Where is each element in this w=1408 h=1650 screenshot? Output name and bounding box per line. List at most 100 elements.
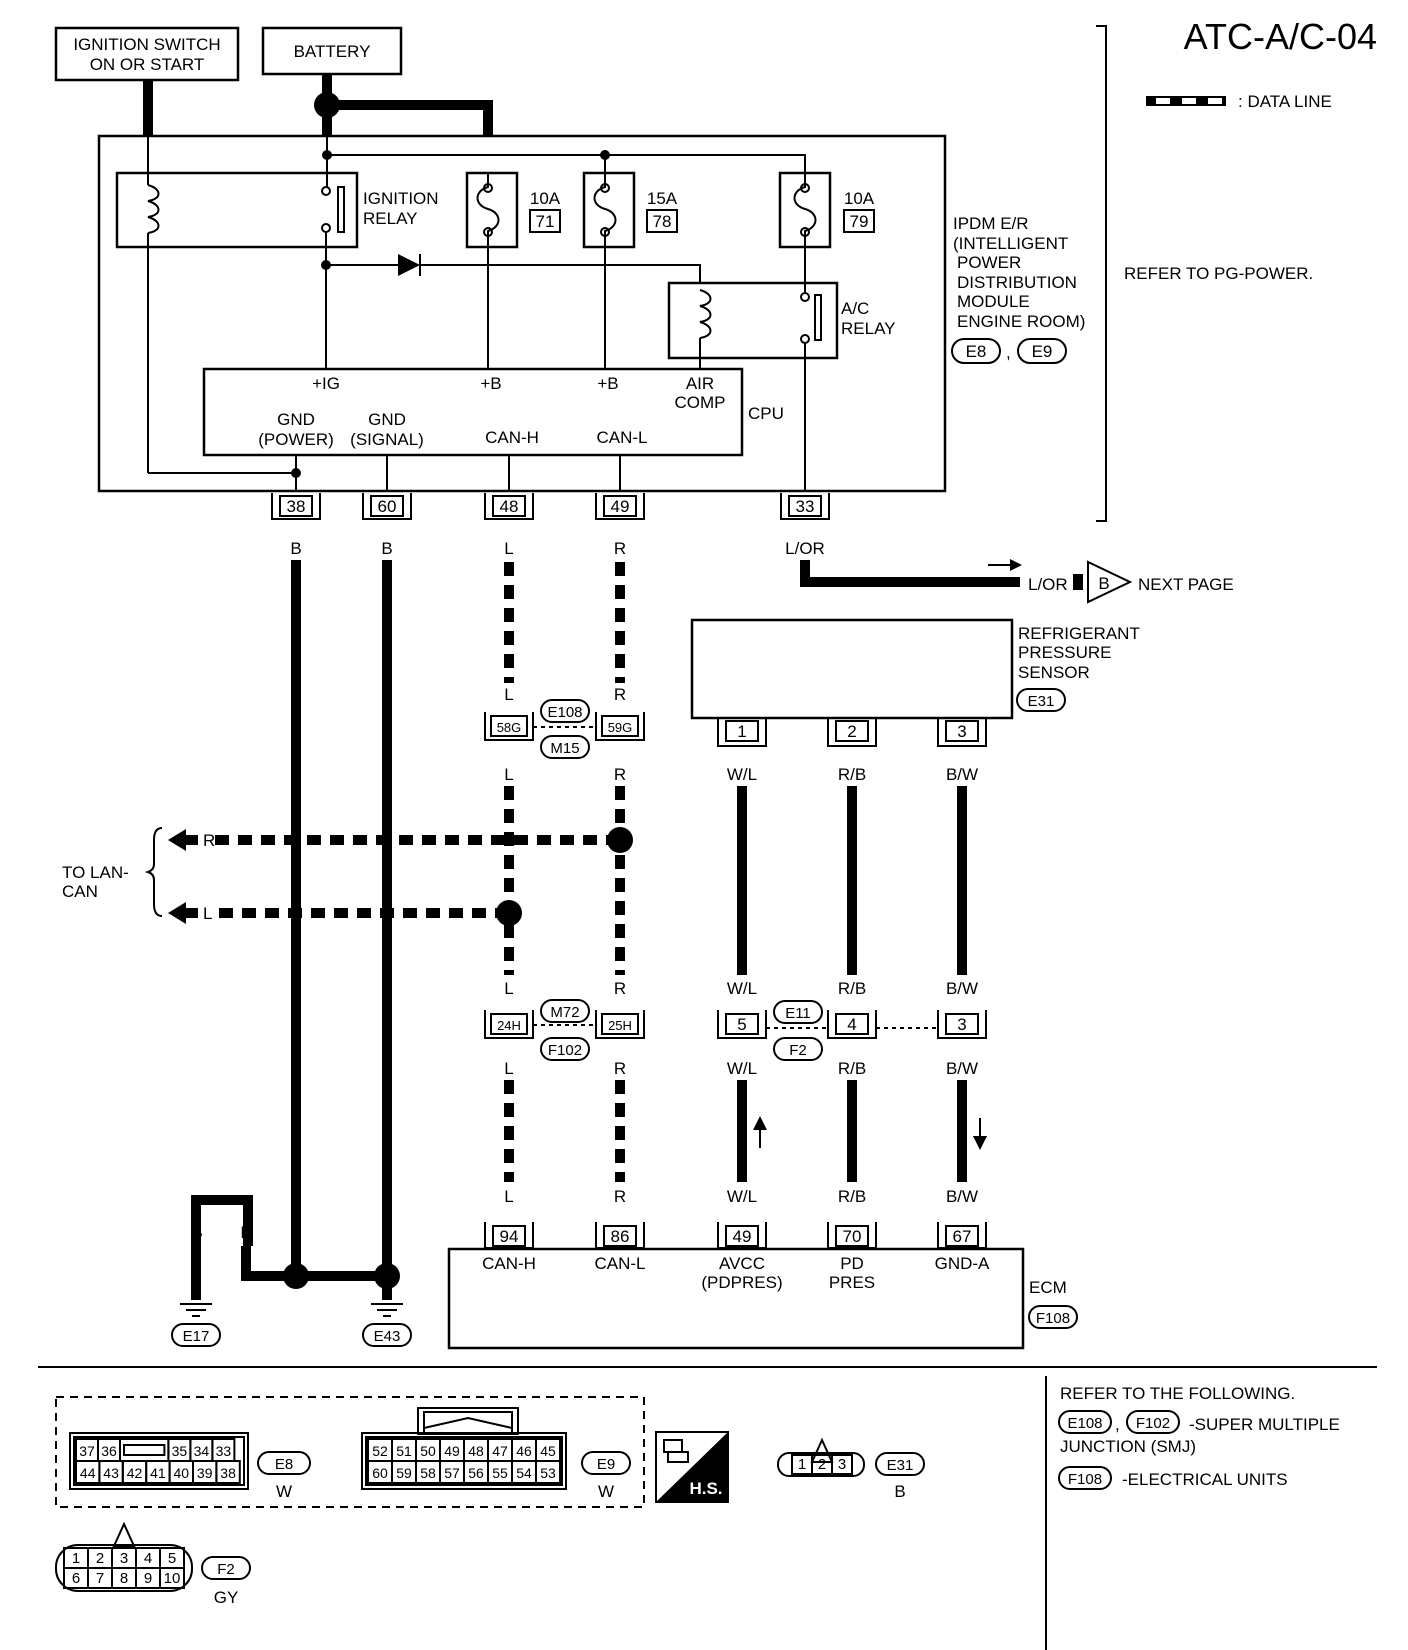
svg-text:E8: E8 <box>275 1456 293 1473</box>
svg-text:33: 33 <box>796 497 815 516</box>
svg-text:E31: E31 <box>887 1457 914 1474</box>
svg-text:60: 60 <box>378 497 397 516</box>
svg-text:R: R <box>614 685 626 704</box>
connector-cavity-number: 52 <box>372 1443 388 1459</box>
svg-text:R/B: R/B <box>838 765 866 784</box>
ignition-relay-label: IGNITION <box>363 189 439 208</box>
connector-cavity-number: 10 <box>164 1570 181 1587</box>
ignition-relay-coil <box>147 184 160 234</box>
ipdm-name-5: MODULE <box>957 292 1030 311</box>
signal-down-arrow <box>973 1136 987 1150</box>
svg-text:59G: 59G <box>608 720 633 735</box>
cpu-box <box>202 367 744 457</box>
ipdm-name-1: IPDM E/R <box>953 214 1029 233</box>
svg-text:F2: F2 <box>217 1561 235 1578</box>
svg-text:3: 3 <box>957 1015 966 1034</box>
svg-text:R: R <box>614 979 626 998</box>
connector-view-group <box>55 1396 645 1508</box>
svg-text:58G: 58G <box>497 720 522 735</box>
svg-text:E31: E31 <box>1028 693 1055 710</box>
joint-connector-e11-f2: 5 4 3 E11 F2 <box>717 1000 987 1061</box>
svg-text:B/W: B/W <box>946 1059 978 1078</box>
svg-text:SENSOR: SENSOR <box>1018 663 1090 682</box>
connector-cavity-number: 47 <box>492 1443 508 1459</box>
svg-text:R: R <box>614 1059 626 1078</box>
ignition-switch-label: IGNITION SWITCH <box>73 35 220 54</box>
svg-text:L: L <box>504 765 513 784</box>
ecm-pins: 94 86 49 70 67 <box>484 1222 987 1249</box>
connector-cavity-number: 2 <box>818 1456 826 1473</box>
next-page-label: NEXT PAGE <box>1138 575 1234 594</box>
fuse-78: 15A 78 <box>582 171 678 249</box>
ipdm-connector-e9 <box>1017 338 1067 364</box>
svg-text:49: 49 <box>611 497 630 516</box>
svg-text:(SIGNAL): (SIGNAL) <box>350 430 424 449</box>
refer-heading: REFER TO THE FOLLOWING. <box>1060 1384 1295 1403</box>
svg-text:E17: E17 <box>183 1328 210 1345</box>
connector-cavity-number: 60 <box>372 1465 388 1481</box>
battery-label: BATTERY <box>294 42 371 61</box>
ipdm-pins: 38 60 48 49 33 <box>271 493 830 520</box>
joint-connector-24h-25h: 24H 25H M72 F102 <box>484 999 645 1061</box>
svg-text:AVCC: AVCC <box>719 1254 765 1273</box>
connector-cavity-number: 5 <box>168 1550 176 1567</box>
svg-text:W: W <box>276 1482 292 1501</box>
svg-text:48: 48 <box>500 497 519 516</box>
svg-text:W/L: W/L <box>727 1187 757 1206</box>
data-line-legend-label: : DATA LINE <box>1238 92 1332 111</box>
svg-text:AIR: AIR <box>686 374 714 393</box>
connector-cavity <box>215 1460 241 1484</box>
connector-cavity-number: 44 <box>80 1465 96 1481</box>
connector-cavity <box>831 1454 853 1475</box>
connector-cavity-number: 35 <box>172 1443 188 1459</box>
svg-text:W: W <box>598 1482 614 1501</box>
svg-text:PRESSURE: PRESSURE <box>1018 643 1112 662</box>
svg-text:W/L: W/L <box>727 1059 757 1078</box>
ground-jumper-wire <box>191 1195 253 1246</box>
svg-text:+IG: +IG <box>312 374 340 393</box>
signal-up-arrow <box>753 1116 767 1130</box>
connector-cavity-number: 56 <box>468 1465 484 1481</box>
connector-cavity-number: 2 <box>96 1550 104 1567</box>
svg-text:E11: E11 <box>785 1005 811 1022</box>
ignition-relay <box>115 171 359 249</box>
svg-text:W/L: W/L <box>727 765 757 784</box>
svg-text:R: R <box>614 765 626 784</box>
svg-text:,: , <box>1006 343 1011 362</box>
svg-text:38: 38 <box>287 497 306 516</box>
connector-cavity-number: 40 <box>174 1465 190 1481</box>
connector-cavity-number: 36 <box>101 1443 117 1459</box>
svg-text:R: R <box>614 1187 626 1206</box>
connector-cavity <box>535 1460 561 1484</box>
svg-text:4: 4 <box>847 1015 856 1034</box>
connector-cavity-number: 8 <box>120 1570 128 1587</box>
svg-text:B: B <box>290 539 301 558</box>
svg-text:CAN-H: CAN-H <box>485 428 539 447</box>
connector-cavity-number: 49 <box>444 1443 460 1459</box>
ground-bus-wire <box>241 1246 387 1281</box>
svg-text:E9: E9 <box>1032 342 1053 361</box>
svg-text:L: L <box>504 1059 513 1078</box>
ground-e43: E43 <box>362 1303 412 1347</box>
svg-text:2: 2 <box>847 722 856 741</box>
svg-text:B/W: B/W <box>946 765 978 784</box>
battery-to-fuse71-wire <box>327 100 493 137</box>
connector-cavity-number: 6 <box>72 1570 80 1587</box>
ignition-relay-label-2: RELAY <box>363 209 418 228</box>
connector-cavity-number: 59 <box>396 1465 412 1481</box>
svg-text:24H: 24H <box>497 1018 521 1033</box>
refer-pg-power: REFER TO PG-POWER. <box>1124 264 1313 283</box>
connector-cavity-number: 55 <box>492 1465 508 1481</box>
connector-cavity-number: 53 <box>540 1465 556 1481</box>
connector-cavity-number: 46 <box>516 1443 532 1459</box>
svg-text:H.S.: H.S. <box>689 1479 722 1498</box>
ipdm-name-4: DISTRIBUTION <box>957 273 1077 292</box>
connector-cavity-number: 33 <box>216 1443 232 1459</box>
svg-text:B: B <box>894 1482 905 1501</box>
svg-text:PD: PD <box>840 1254 864 1273</box>
connector-cavity-number: 4 <box>144 1550 152 1567</box>
ac-relay <box>667 281 839 360</box>
